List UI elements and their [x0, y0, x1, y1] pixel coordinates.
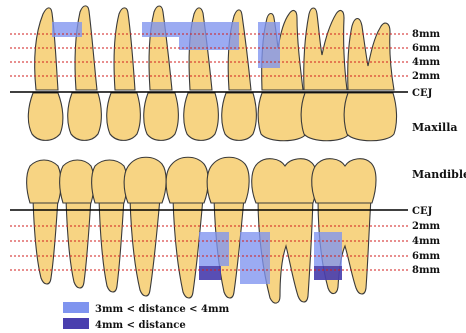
- upper-label-8mm: 8mm: [412, 29, 441, 40]
- mandible-teeth: [27, 157, 376, 303]
- upper-cej-label: CEJ: [412, 88, 433, 99]
- upper-region-b: [142, 22, 182, 37]
- upper-label-6mm: 6mm: [412, 43, 441, 54]
- legend-swatch-moderate: [63, 302, 89, 313]
- legend-label-moderate: 3mm < distance < 4mm: [95, 304, 230, 315]
- lower-region-a: [199, 232, 229, 266]
- lower-crown-1: [27, 160, 61, 203]
- lower-crown-2: [60, 160, 94, 203]
- upper-crown-4: [144, 93, 179, 140]
- maxilla-labels: 8mm 6mm 4mm 2mm CEJ Maxilla: [412, 29, 458, 134]
- lower-label-2mm: 2mm: [412, 221, 441, 232]
- legend-swatch-severe: [63, 318, 89, 329]
- upper-label-4mm: 4mm: [412, 57, 441, 68]
- upper-region-a: [52, 22, 82, 37]
- upper-root-3: [114, 8, 135, 90]
- lower-region-severe-a: [199, 266, 221, 280]
- upper-crown-9: [344, 93, 396, 141]
- lower-crown-4: [124, 157, 166, 203]
- lower-region-b: [240, 232, 270, 284]
- upper-region-d: [258, 22, 280, 68]
- lower-root-5: [173, 198, 203, 298]
- mandible-labels: Mandible CEJ 2mm 4mm 6mm 8mm: [412, 168, 466, 276]
- lower-label-6mm: 6mm: [412, 251, 441, 262]
- legend-label-severe: 4mm < distance: [95, 320, 186, 331]
- lower-crown-7: [252, 159, 317, 203]
- maxilla-label: Maxilla: [412, 121, 458, 134]
- lower-crown-3: [92, 160, 127, 203]
- legend: 3mm < distance < 4mm 4mm < distance: [63, 302, 230, 331]
- upper-root-4: [149, 6, 172, 90]
- lower-root-2: [66, 198, 91, 288]
- upper-label-2mm: 2mm: [412, 71, 441, 82]
- lower-region-severe-b: [314, 266, 342, 280]
- upper-crown-2: [68, 93, 102, 140]
- lower-crown-6: [207, 157, 249, 203]
- lower-cej-label: CEJ: [412, 206, 433, 217]
- lower-label-8mm: 8mm: [412, 265, 441, 276]
- upper-crown-1: [28, 93, 63, 140]
- upper-crown-6: [222, 93, 257, 140]
- upper-root-8: [304, 8, 347, 90]
- lower-root-4: [130, 198, 160, 296]
- upper-region-c: [179, 22, 239, 50]
- upper-crown-3: [107, 93, 141, 140]
- upper-root-9: [348, 19, 394, 91]
- mandible-label: Mandible: [412, 168, 466, 181]
- upper-crown-5: [184, 93, 219, 140]
- lower-region-c: [314, 232, 342, 266]
- lower-crown-8: [312, 159, 376, 203]
- lower-crown-5: [166, 157, 208, 203]
- lower-root-3: [99, 198, 124, 292]
- lower-label-4mm: 4mm: [412, 236, 441, 247]
- upper-root-1: [35, 8, 58, 90]
